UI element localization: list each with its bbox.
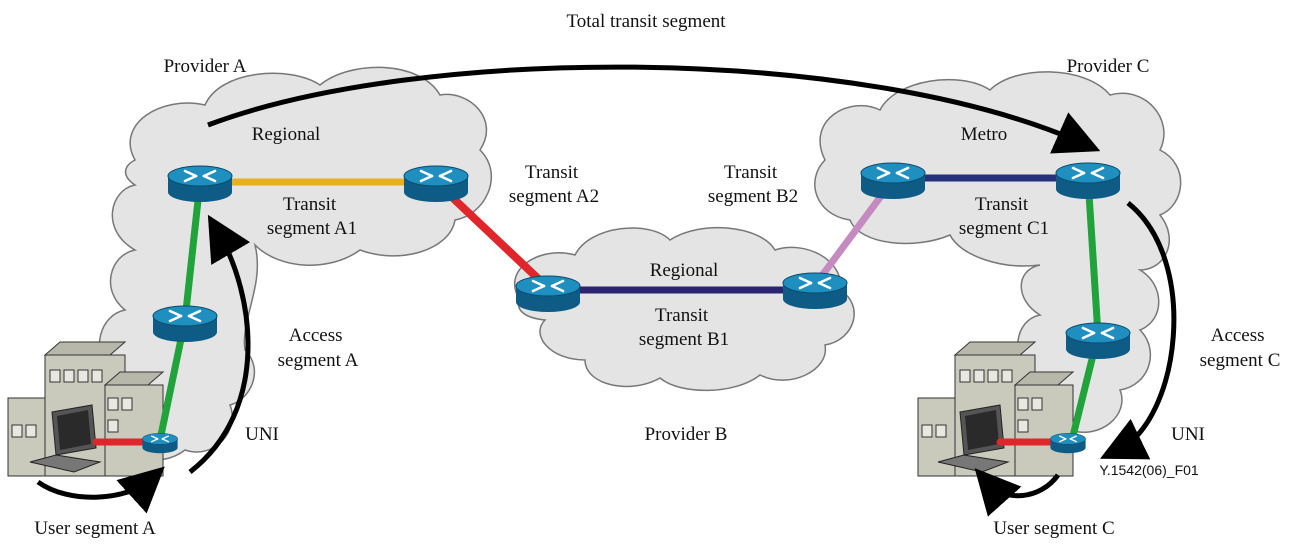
user-c-arrow [974,468,1061,517]
total-transit-arrow [207,64,1101,154]
access-c-arrow [1100,201,1177,460]
router-provider-c-access-icon [1064,321,1132,361]
transit-a1-label: Transit segment A1 [267,194,357,239]
diagram-title: Total transit segment [566,11,726,32]
figure-code: Y.1542(06)_F01 [1099,462,1199,478]
cloud-provider-b [513,226,855,392]
access-c-label: Access segment C [1200,325,1281,371]
laptop-user-c-icon [937,404,1010,473]
user-a-label: User segment A [34,518,156,539]
access-a-label: Access segment A [278,325,359,371]
provider-a-label: Provider A [164,56,247,77]
user-c-label: User segment C [993,518,1114,539]
network-b-label: Regional [650,260,719,281]
transit-c1-label: Transit segment C1 [959,194,1049,239]
router-provider-b-east-icon [781,271,849,311]
laptop-user-a-icon [29,404,102,473]
user-a-arrow [36,466,165,514]
access-a-arrow [188,214,251,474]
transit-b1-label: Transit segment B1 [639,305,729,350]
router-uni-c-icon [1049,432,1087,454]
provider-b-label: Provider B [645,424,728,445]
router-provider-c-edge-icon [1054,161,1122,201]
access-link-a-upper [181,178,204,324]
provider-c-label: Provider C [1067,56,1150,77]
transit-a2-label: Transit segment A2 [509,162,599,207]
arrows [36,64,1177,517]
network-a-label: Regional [252,124,321,145]
router-provider-a-edge-icon [166,164,234,204]
router-provider-a-border-icon [402,164,470,204]
uni-c-label: UNI [1171,424,1205,445]
router-uni-a-icon [141,432,179,454]
router-provider-a-access-icon [151,304,219,344]
transit-b2-label: Transit segment B2 [708,162,798,207]
uni-a-label: UNI [245,424,279,445]
network-c-label: Metro [961,124,1007,145]
router-provider-c-border-icon [859,161,927,201]
access-link-c-upper [1084,174,1102,339]
router-provider-b-west-icon [514,274,582,314]
cloud-provider-a [89,66,492,462]
